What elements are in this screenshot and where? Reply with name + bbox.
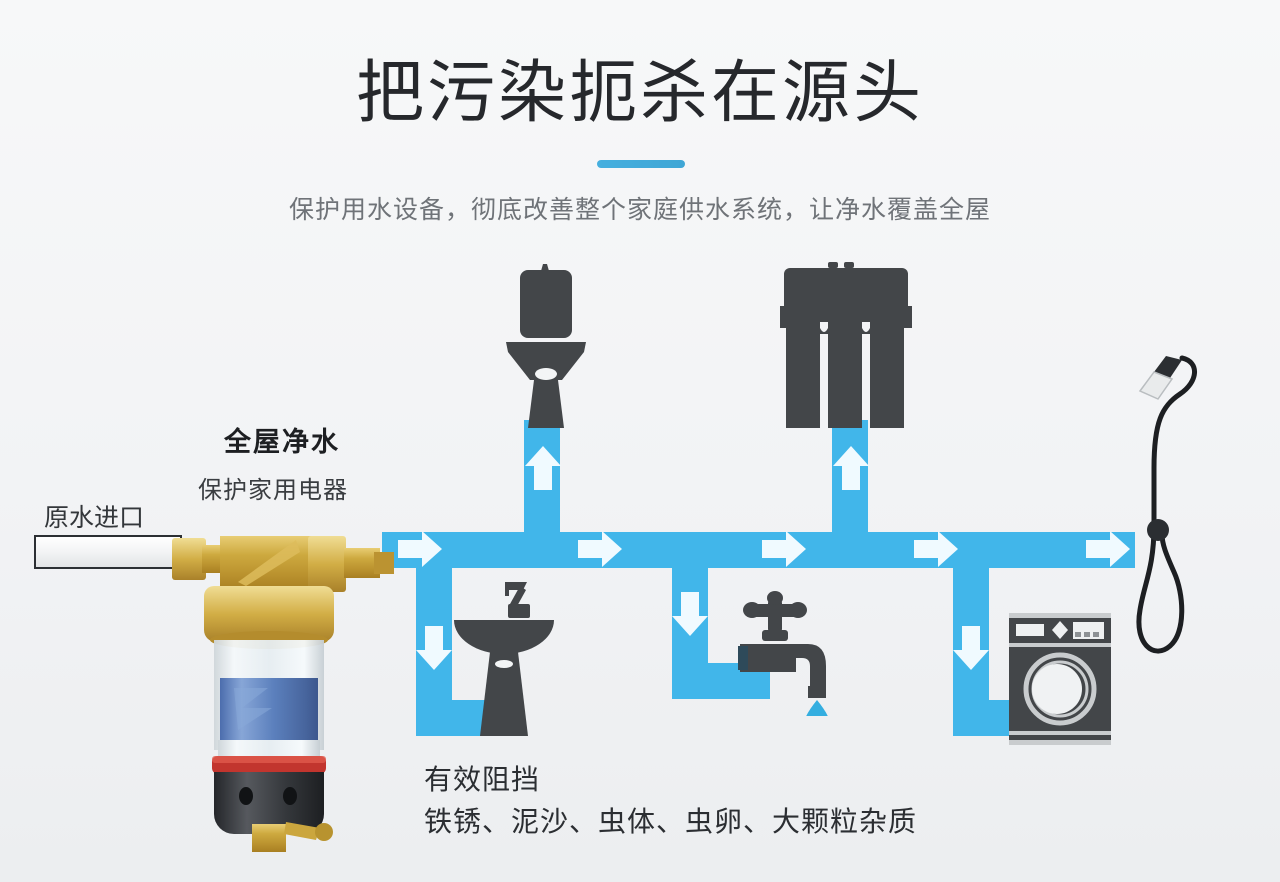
block-title: 有效阻挡 — [424, 764, 541, 795]
arrow-up-purifier — [833, 446, 869, 490]
label-device-sub: 保护家用电器 — [198, 477, 348, 504]
pre-filter-device — [172, 536, 394, 852]
shower-head-icon — [1136, 355, 1197, 654]
label-device-name: 全屋净水 — [224, 427, 340, 457]
arrow-down-sink — [416, 626, 452, 670]
arrow-right-1 — [398, 531, 442, 567]
toilet-icon — [506, 264, 586, 428]
arrow-right-4 — [914, 531, 958, 567]
page-subtitle: 保护用水设备，彻底改善整个家庭供水系统，让净水覆盖全屋 — [288, 196, 991, 224]
arrow-right-2 — [578, 531, 622, 567]
page-title: 把污染扼杀在源头 — [355, 55, 924, 131]
water-purifier-icon — [780, 262, 912, 428]
arrow-down-washer — [953, 626, 989, 670]
arrow-right-3 — [762, 531, 806, 567]
faucet-tap-icon — [738, 591, 828, 716]
arrow-right-5 — [1086, 531, 1130, 567]
sink-basin-icon — [454, 582, 554, 736]
washing-machine-icon — [1009, 613, 1111, 745]
label-raw-water-inlet: 原水进口 — [44, 504, 145, 532]
arrow-down-faucet — [672, 592, 708, 636]
arrow-up-toilet — [525, 446, 561, 490]
raw-water-inlet-pipe — [34, 535, 182, 569]
block-list: 铁锈、泥沙、虫体、虫卵、大颗粒杂质 — [424, 806, 918, 837]
title-accent-bar — [597, 160, 685, 168]
